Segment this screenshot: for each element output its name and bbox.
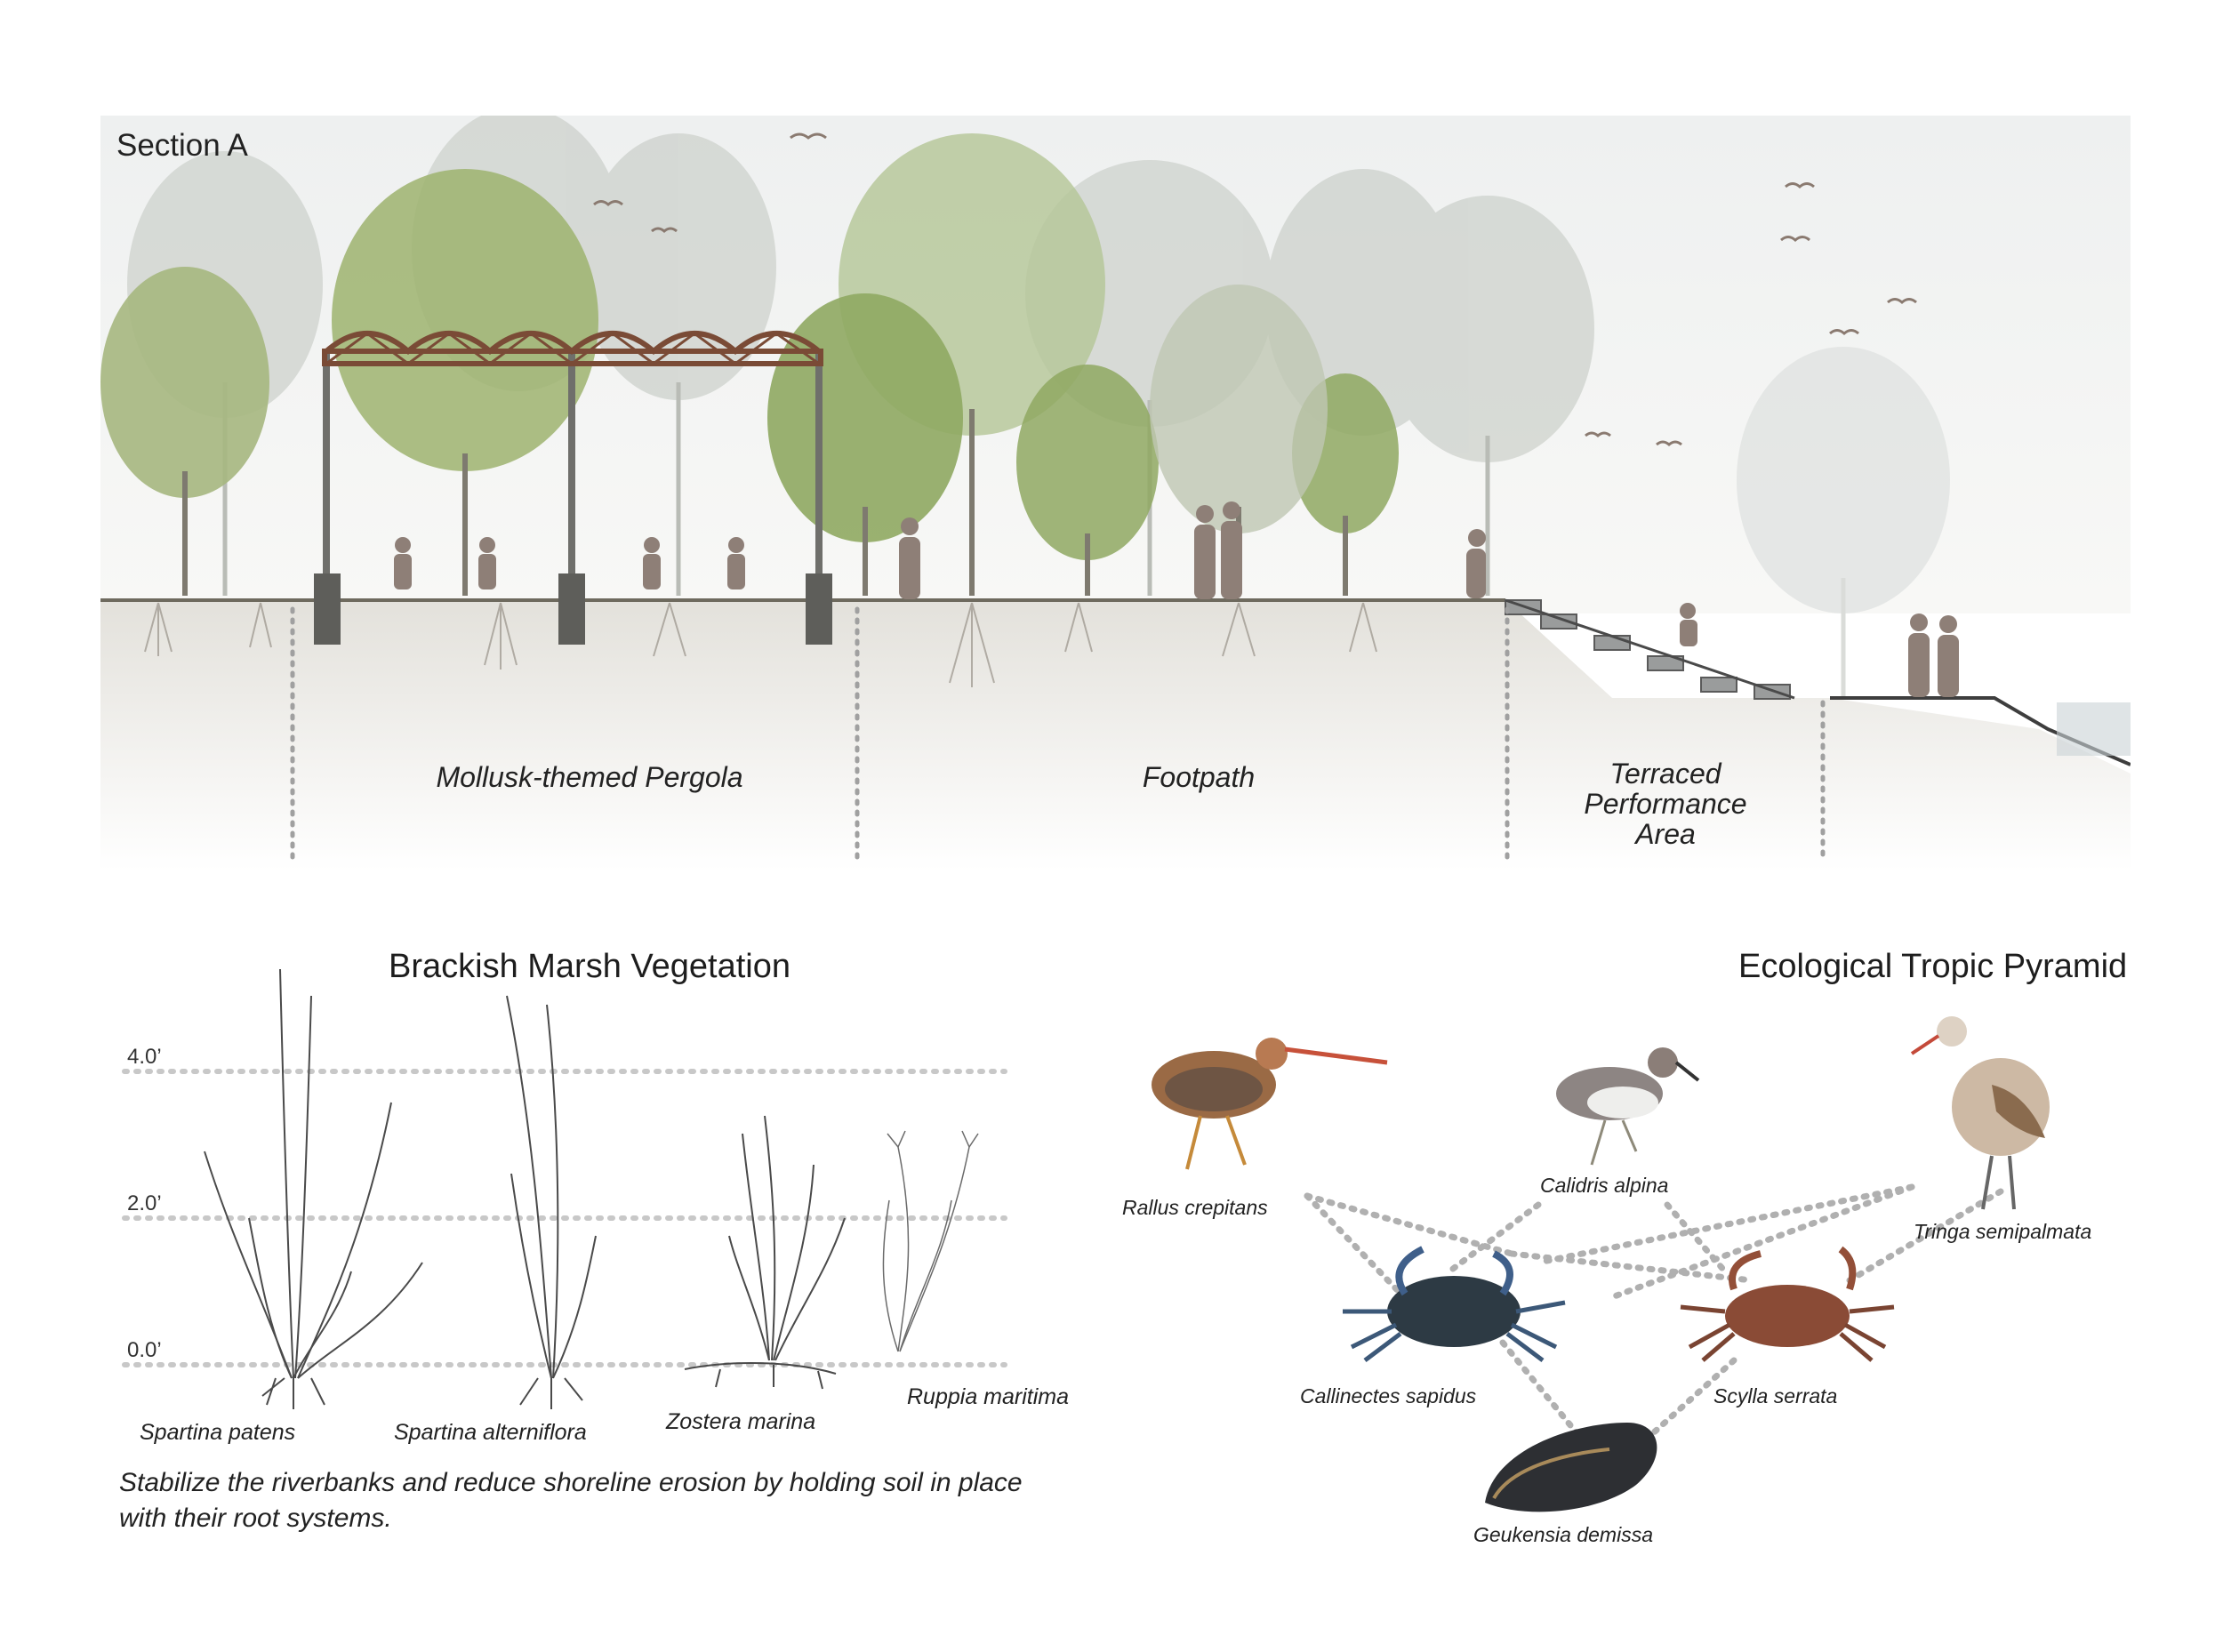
species-label-spartina-patens: Spartina patens — [140, 1420, 296, 1445]
species-label-geukensia-demissa: Geukensia demissa — [1473, 1523, 1653, 1546]
height-guides — [122, 1069, 1007, 1367]
level-label-4ft: 4.0’ — [127, 1045, 162, 1069]
tree-roots — [144, 602, 1377, 687]
pyramid-title: Ecological Tropic Pyramid — [1738, 948, 2128, 985]
callinectes-sapidus-illustration — [1343, 1246, 1566, 1362]
species-label-tringa-semipalmata: Tringa semipalmata — [1914, 1220, 2092, 1243]
geukensia-demissa-illustration — [1485, 1423, 1657, 1512]
species-label-calidris-alpina: Calidris alpina — [1540, 1174, 1669, 1197]
scylla-serrata-illustration — [1680, 1246, 1895, 1362]
water — [2057, 702, 2131, 756]
pergola — [314, 331, 832, 645]
ruppia-maritima-illustration — [882, 1130, 979, 1352]
species-label-ruppia-maritima: Ruppia maritima — [907, 1384, 1070, 1409]
vegetation-note: Stabilize the riverbanks and reduce shor… — [119, 1468, 1023, 1533]
zone-label-pergola: Mollusk-themed Pergola — [436, 761, 743, 793]
pyramid-drawing — [1152, 1016, 2050, 1512]
green-trees — [100, 133, 1399, 560]
people-silhouettes — [394, 501, 1959, 697]
calidris-alpina-illustration — [1556, 1047, 1700, 1166]
birds — [593, 132, 1917, 446]
section-drawing — [100, 116, 2131, 871]
terrace-slope — [1505, 598, 1795, 700]
tringa-semipalmata-illustration — [1910, 1016, 2050, 1210]
species-label-rallus-crepitans: Rallus crepitans — [1122, 1196, 1268, 1219]
section-a-panel: Section A Mollusk-themed Pergola Footpat… — [100, 116, 2131, 871]
spartina-alterniflora-illustration — [506, 995, 597, 1409]
species-label-scylla-serrata: Scylla serrata — [1713, 1384, 1838, 1407]
vegetation-drawing — [122, 969, 1007, 1409]
rallus-crepitans-illustration — [1152, 1038, 1388, 1170]
zone-label-footpath: Footpath — [1142, 761, 1256, 793]
soil — [100, 600, 2131, 871]
vegetation-title: Brackish Marsh Vegetation — [389, 948, 791, 985]
species-label-zostera-marina: Zostera marina — [666, 1409, 816, 1434]
food-web-links — [1304, 1183, 2004, 1444]
section-title: Section A — [116, 128, 248, 163]
section-dividers — [290, 606, 1826, 861]
species-label-callinectes-sapidus: Callinectes sapidus — [1300, 1384, 1477, 1407]
species-label-spartina-alterniflora: Spartina alterniflora — [394, 1420, 587, 1445]
spartina-patens-illustration — [204, 969, 423, 1409]
level-label-2ft: 2.0’ — [127, 1191, 162, 1215]
zostera-marina-illustration — [684, 1115, 846, 1390]
zone-label-terrace: Terraced Performance Area — [1584, 758, 1747, 850]
level-label-0ft: 0.0’ — [127, 1338, 162, 1362]
